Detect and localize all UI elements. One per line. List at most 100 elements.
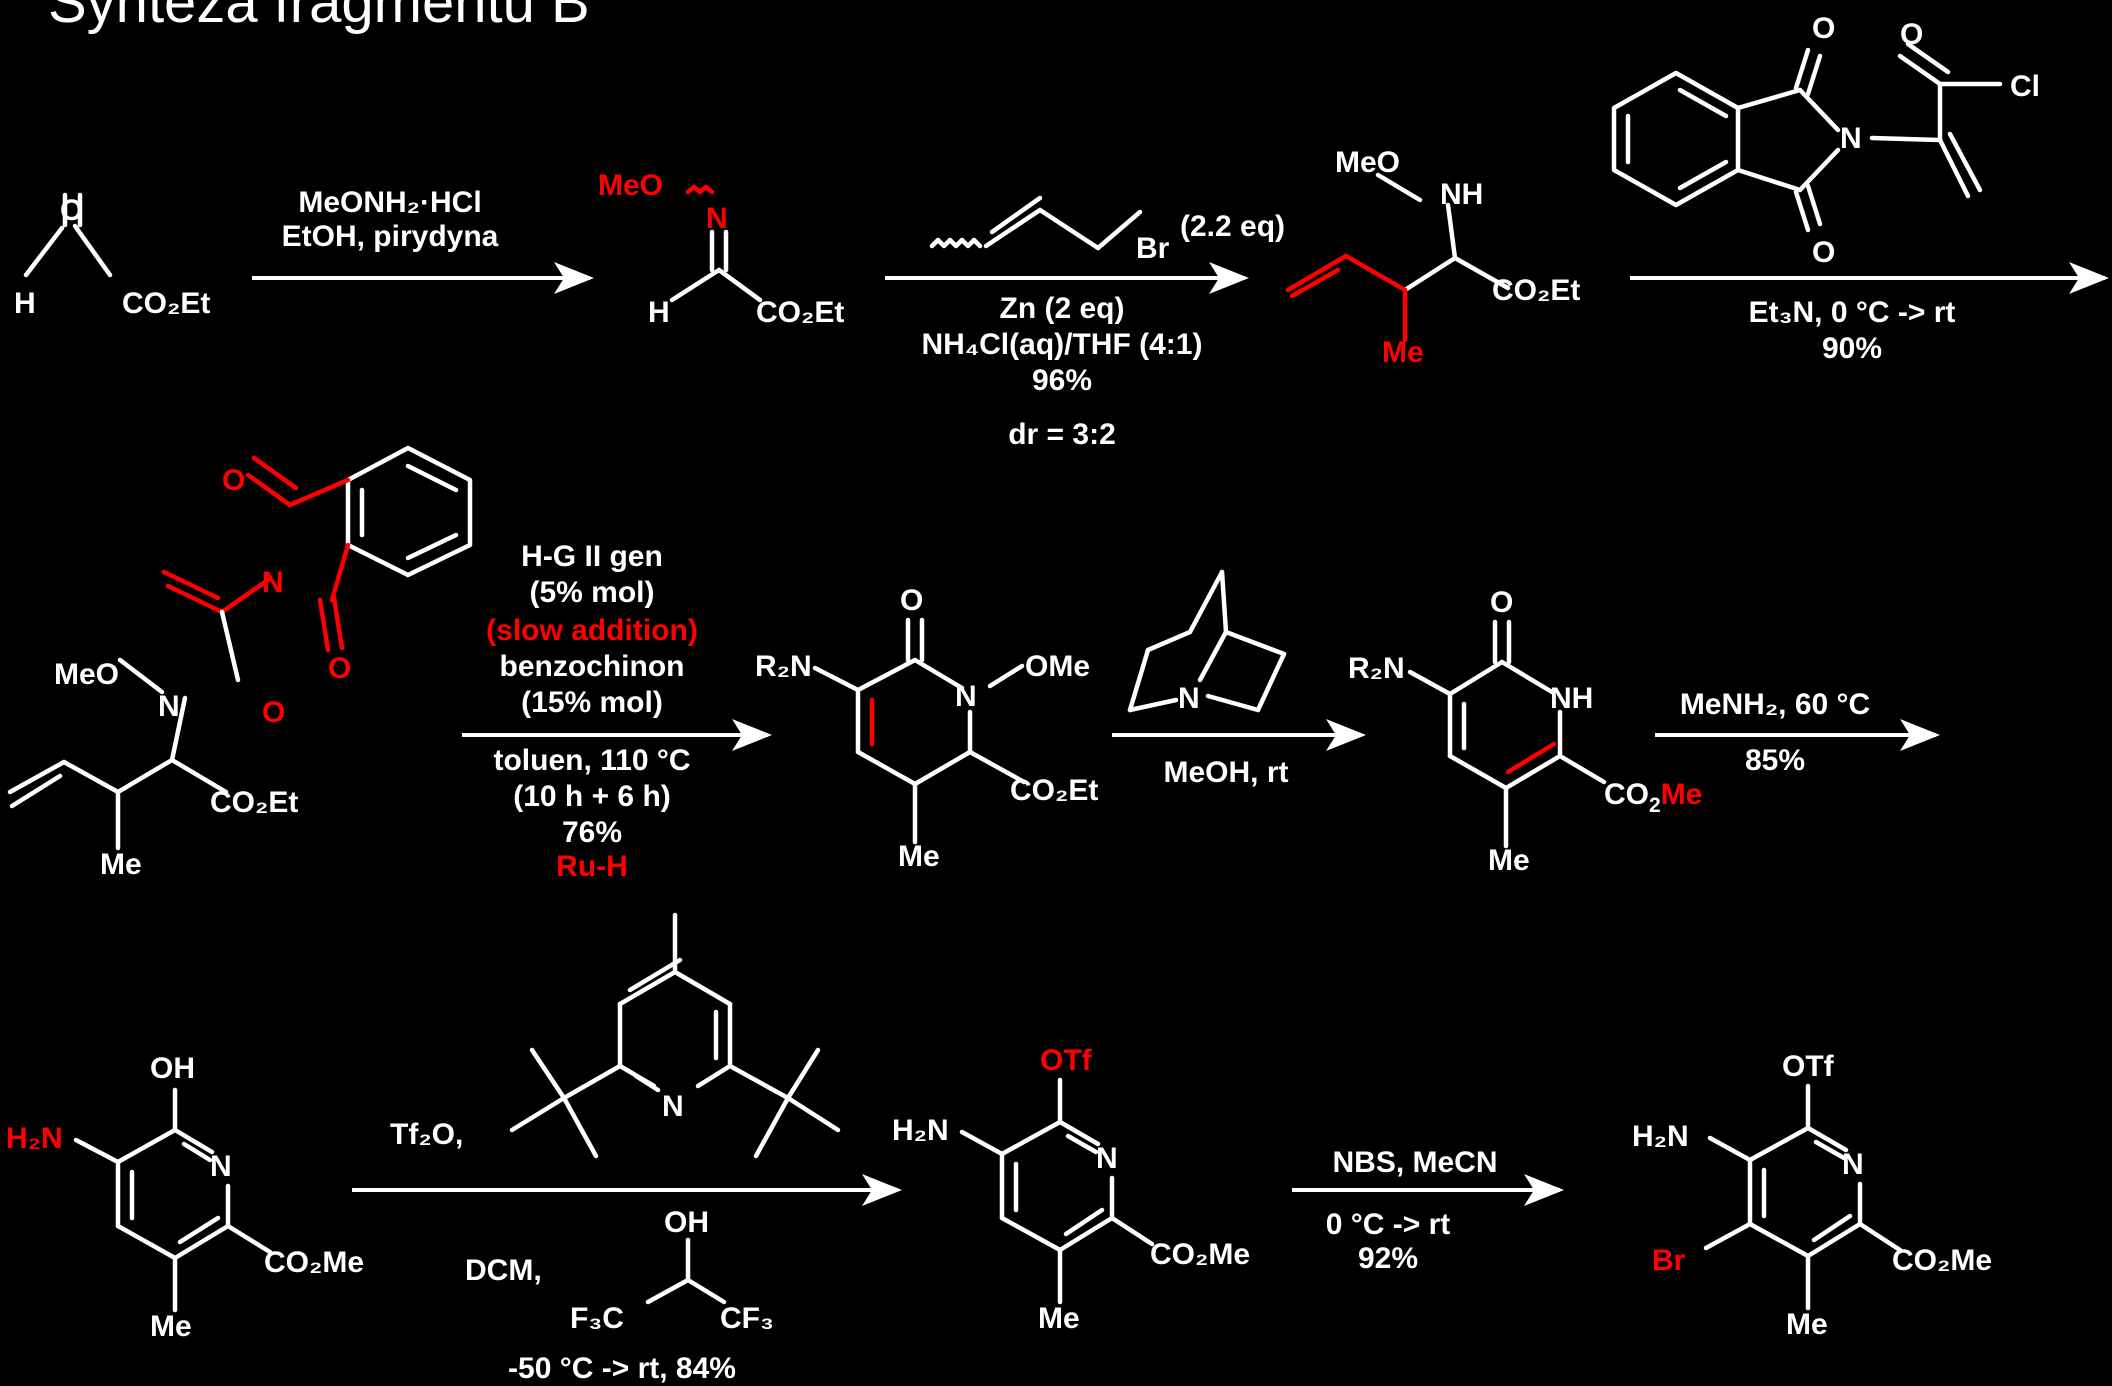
tf-n: N	[1096, 1142, 1118, 1175]
bp-br: Br	[1652, 1244, 1686, 1277]
step2-line1: Zn (2 eq)	[1000, 292, 1125, 325]
hfip-f3c: F₃C	[570, 1302, 624, 1335]
compound-hydroxypyridine: OH H₂N N CO₂Me Me	[6, 1052, 364, 1343]
pyr-me: Me	[1488, 844, 1530, 877]
pyridinone-o: O	[900, 584, 923, 617]
step5-line1: MeOH, rt	[1163, 756, 1288, 789]
step4-line7: (10 h + 6 h)	[513, 780, 671, 813]
compound-pyridinone: O R₂N NH CO2Me Me	[1348, 586, 1702, 877]
oxime-co2et: CO₂Et	[756, 296, 844, 329]
reagent-crotyl-bromide: Br (2.2 eq)	[929, 195, 1285, 265]
phth-o-top: O	[1812, 12, 1835, 45]
hp-n: N	[210, 1150, 232, 1183]
step2-yield: 96%	[1032, 364, 1092, 397]
oxime-meo: MeO	[598, 169, 663, 202]
oxime-h: H	[648, 296, 670, 329]
bp-n: N	[1842, 1148, 1864, 1181]
hp-me: Me	[150, 1310, 192, 1343]
reagent-phthalimido-acryloyl-chloride: O N O O Cl	[1611, 12, 2040, 269]
tf-co2me: CO₂Me	[1150, 1238, 1250, 1271]
pyridinone-ome: OMe	[1025, 650, 1090, 683]
pyridinone-r2n: R₂N	[755, 650, 812, 683]
ester-co2et: CO₂Et	[122, 287, 210, 320]
step4-line3: (slow addition)	[486, 614, 698, 647]
compound-triflate: OTf H₂N N CO₂Me Me	[892, 1044, 1250, 1335]
tf-otf: OTf	[1040, 1044, 1093, 1077]
amine-co2et: CO₂Et	[1492, 274, 1580, 307]
compound-bromopyridine: OTf H₂N N CO₂Me Br Me	[1632, 1050, 1992, 1341]
step4-line5: (15% mol)	[521, 686, 663, 719]
bp-co2me: CO₂Me	[1892, 1244, 1992, 1277]
hp-co2me: CO₂Me	[264, 1246, 364, 1279]
hfip-cf3: CF₃	[720, 1302, 774, 1335]
pyridinone-co2et: CO₂Et	[1010, 774, 1098, 807]
amide-o2: O	[328, 652, 351, 685]
bp-otf: OTf	[1782, 1050, 1835, 1083]
tf-h2n: H₂N	[892, 1114, 949, 1147]
amine-nh: NH	[1440, 178, 1483, 211]
tf-me: Me	[1038, 1302, 1080, 1335]
step7-solvent: DCM,	[465, 1254, 542, 1287]
phth-n: N	[1840, 122, 1862, 155]
step4-line6: toluen, 110 °C	[493, 744, 690, 777]
bp-me: Me	[1786, 1308, 1828, 1341]
slide-title: Synteza fragmentu B	[48, 0, 590, 35]
amine-meo: MeO	[1335, 146, 1400, 179]
reagent-quinuclidine: N	[1127, 569, 1287, 715]
compound-dihydropyridinone: O R₂N N OMe CO₂Et Me	[755, 584, 1098, 873]
amine-me: Me	[1382, 336, 1424, 369]
step8-yield: 92%	[1358, 1242, 1418, 1275]
pyr-o: O	[1490, 586, 1513, 619]
amide-o3: O	[262, 696, 285, 729]
pyr-nh: NH	[1550, 682, 1593, 715]
step4-line1: H-G II gen	[521, 540, 663, 573]
crotyl-br: Br	[1136, 232, 1170, 265]
atom-h: H	[14, 287, 36, 320]
pyridinone-me: Me	[898, 840, 940, 873]
phth-o-bottom: O	[1812, 236, 1835, 269]
reagent-di-tert-butyl-methylpyridine: N	[509, 912, 841, 1159]
step4-yield: 76%	[562, 816, 622, 849]
step7-line1: -50 °C -> rt, 84%	[508, 1352, 736, 1385]
step6-yield: 85%	[1745, 744, 1805, 777]
oxime-n: N	[706, 202, 728, 235]
step1-reagent-line1: MeONH₂·HCl	[298, 186, 481, 219]
amide-n-phth: N	[262, 566, 284, 599]
compound-diene-amide: O N O O MeO N CO₂Et Me	[7, 445, 473, 881]
amide-co2et: CO₂Et	[210, 786, 298, 819]
amide-meo: MeO	[54, 658, 119, 691]
reagent-hfip: OH F₃C CF₃	[570, 1206, 774, 1335]
amide-n: N	[158, 690, 180, 723]
step1-reagent-line2: EtOH, pirydyna	[282, 220, 499, 253]
acyl-o: O	[1900, 18, 1923, 51]
atom-o: O	[60, 194, 83, 227]
step4-line2: (5% mol)	[529, 576, 654, 609]
hfip-oh: OH	[664, 1206, 709, 1239]
compound-aminoester: MeO NH CO₂Et Me	[1285, 146, 1580, 369]
step6-line1: MeNH₂, 60 °C	[1680, 688, 1870, 721]
hp-h2n: H₂N	[6, 1122, 63, 1155]
hp-oh: OH	[150, 1052, 195, 1085]
quinuclidine-n: N	[1178, 682, 1200, 715]
base-n: N	[662, 1090, 684, 1123]
step8-line1: NBS, MeCN	[1332, 1146, 1497, 1179]
crotyl-equiv: (2.2 eq)	[1180, 210, 1285, 243]
step4-line4: benzochinon	[500, 650, 685, 683]
step3-yield: 90%	[1822, 332, 1882, 365]
amide-o1: O	[222, 464, 245, 497]
amide-me: Me	[100, 848, 142, 881]
step3-line1: Et₃N, 0 °C -> rt	[1749, 296, 1956, 329]
step8-line2: 0 °C -> rt	[1326, 1208, 1451, 1241]
step2-line2: NH₄Cl(aq)/THF (4:1)	[922, 328, 1203, 361]
pyridinone-n: N	[955, 680, 977, 713]
pyr-r2n: R₂N	[1348, 652, 1405, 685]
compound-oxime-ether: MeO N H CO₂Et	[598, 169, 844, 329]
bp-h2n: H₂N	[1632, 1120, 1689, 1153]
acyl-cl: Cl	[2010, 70, 2040, 103]
pyr-co2me: CO2Me	[1604, 778, 1702, 817]
step7-tf2o: Tf₂O,	[390, 1118, 463, 1151]
compound-ethyl-glyoxylate: O H CO₂Et	[14, 192, 210, 320]
step2-dr: dr = 3:2	[1008, 418, 1116, 451]
step4-note: Ru-H	[556, 850, 628, 883]
